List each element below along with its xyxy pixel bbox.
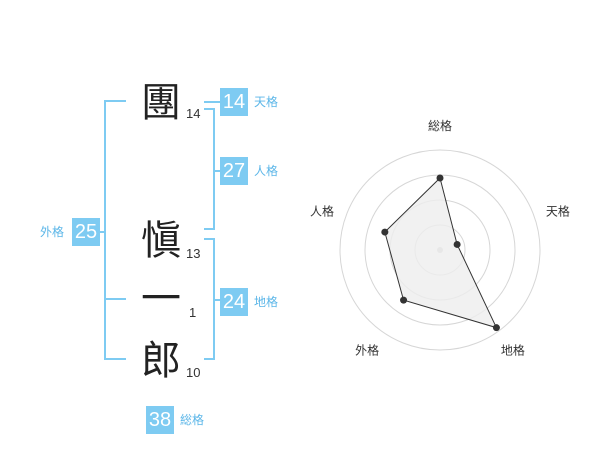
stroke-count-4: 10 [186,365,201,380]
radar-polygon-layer [384,177,498,329]
name-char-3: 一 [141,276,181,322]
tenkaku-connector [204,101,220,103]
radar-points [381,174,500,332]
gaikaku-bracket-bottom [104,358,126,360]
gaikaku-label: 外格 [40,225,65,239]
chikaku-value: 24 [220,288,248,316]
name-char-2: 愼 [141,218,181,264]
gaikaku-bracket [104,100,106,360]
radar-point-1 [436,174,444,182]
radar-point-3 [492,324,500,332]
soukaku-label: 総格 [180,413,205,427]
jinkaku-bracket-bottom [204,228,215,230]
radar-axis-label: 人格 [310,204,334,219]
radar-point-2 [453,240,461,248]
name-char-1: 團 [141,80,181,126]
radar-point-4 [400,296,408,304]
stroke-count-3: 1 [189,305,197,320]
chikaku-bracket-bottom [204,358,215,360]
name-char-4: 郎 [141,338,181,384]
radar-point-5 [381,228,389,236]
gaikaku-value: 25 [72,218,100,246]
radar-series-polygon [384,177,498,329]
chikaku-connector [213,299,220,301]
radar-axis-label: 地格 [501,342,525,357]
gaikaku-bracket-top [104,100,126,102]
chikaku-label: 地格 [254,295,279,309]
jinkaku-value: 27 [220,157,248,185]
tenkaku-label: 天格 [254,95,279,109]
jinkaku-connector [213,170,220,172]
tenkaku-value: 14 [220,88,248,116]
radar-axis-label: 外格 [355,342,379,357]
radar-axis-label: 総格 [428,118,452,133]
radar-ring [339,149,541,351]
stroke-count-2: 13 [186,246,201,261]
soukaku-value: 38 [146,406,174,434]
stroke-count-1: 14 [186,106,201,121]
jinkaku-bracket [213,108,215,230]
gaikaku-bracket-mid [104,298,126,300]
gaikaku-connector [100,231,106,233]
radar-axis-label: 天格 [546,204,570,219]
jinkaku-bracket-top [204,108,215,110]
jinkaku-label: 人格 [254,164,279,178]
chikaku-bracket-top [204,238,215,240]
